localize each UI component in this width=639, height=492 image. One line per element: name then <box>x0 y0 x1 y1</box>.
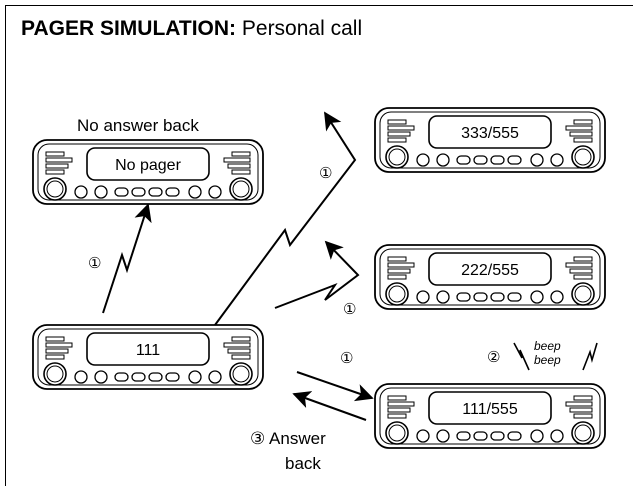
beep-wave-right <box>582 342 598 371</box>
radio-333: 333/555 <box>374 107 606 173</box>
radio-222-display: 222/555 <box>461 262 519 279</box>
answer-back-line1: Answer <box>269 429 326 448</box>
radio-no-pager: No pager <box>32 139 264 205</box>
signal-arrow-222 <box>274 240 360 309</box>
title-bold: PAGER SIMULATION: <box>21 17 237 40</box>
no-answer-back-label: No answer back <box>77 116 199 135</box>
diagram-frame <box>5 5 633 486</box>
radio-caller-display: 111 <box>136 342 160 359</box>
signal-arrow-333 <box>214 111 357 326</box>
signal-arrow-111 <box>296 371 374 402</box>
radio-caller-111: 111 <box>32 324 264 390</box>
radio-111-555: 111/555 <box>374 383 606 449</box>
title-rest: Personal call <box>236 17 363 40</box>
beep-line-1: beep <box>534 339 561 353</box>
step-1-no-pager: ① <box>88 254 102 272</box>
step-1-111: ① <box>340 349 354 367</box>
step-2-beep: ② <box>487 348 501 366</box>
radio-222: 222/555 <box>374 244 606 310</box>
answer-back-arrow <box>292 391 367 421</box>
beep-wave-left <box>513 342 530 371</box>
answer-back-line2: back <box>285 454 321 473</box>
radio-333-display: 333/555 <box>461 125 519 142</box>
radio-no-pager-display: No pager <box>115 157 181 174</box>
step-1-222: ① <box>343 300 357 318</box>
signal-arrow-no-pager <box>102 203 152 314</box>
step-1-333: ① <box>319 164 333 182</box>
step-3-marker: ③ <box>250 429 266 448</box>
diagram-title: PAGER SIMULATION: Personal call <box>21 17 362 41</box>
beep-text: beep beep <box>534 339 561 367</box>
beep-line-2: beep <box>534 353 561 367</box>
radio-111-display: 111/555 <box>462 401 518 418</box>
answer-back-label: ③ Answer <box>250 429 326 449</box>
